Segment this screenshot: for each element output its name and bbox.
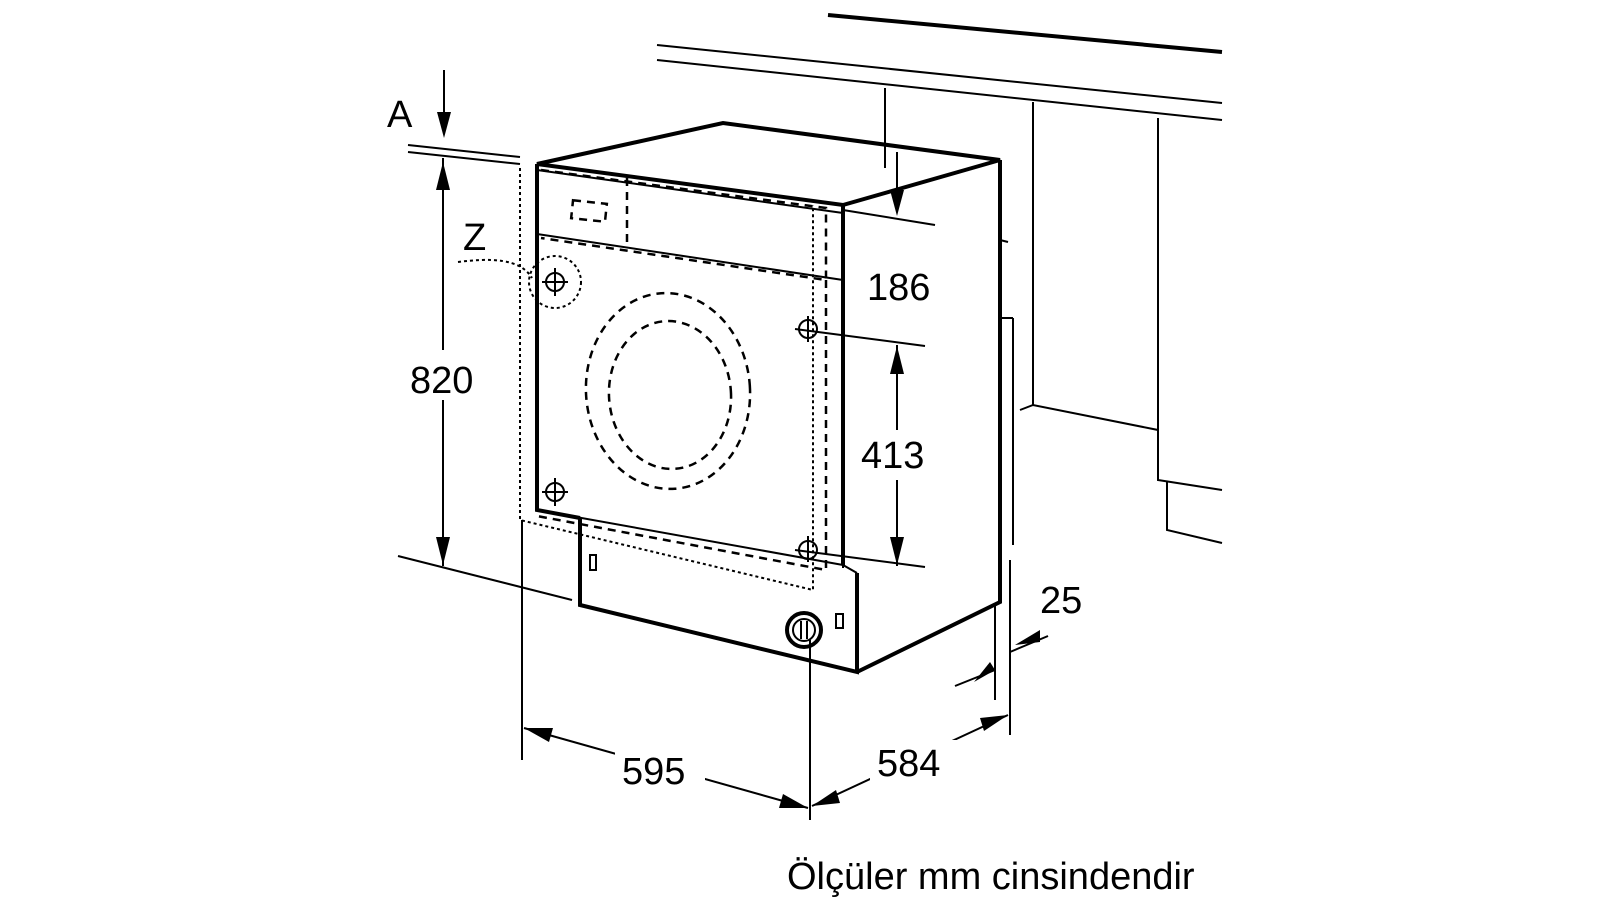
arrow-up-icon (890, 346, 904, 374)
dimension-depth-label: 584 (877, 743, 940, 785)
arrow-down-icon (436, 537, 450, 565)
pump-filter-icon (785, 611, 823, 649)
width-dimension: 595 (521, 520, 811, 820)
ref-z-label: Z (463, 217, 486, 259)
arrow-up-icon (436, 162, 450, 190)
arrow-down-icon (890, 190, 904, 216)
top-panel-dimension: 186 (842, 152, 936, 309)
dimension-gap-label: 25 (1040, 580, 1082, 622)
mount-point-icon (794, 536, 926, 568)
height-dimension: 820 (397, 158, 573, 601)
arrow-right-icon (779, 794, 808, 808)
arrow-left-icon (524, 728, 553, 742)
arrow-right-icon (974, 662, 995, 682)
units-caption: Ölçüler mm cinsindendir (787, 856, 1195, 898)
plinth-slot (835, 613, 844, 629)
dimension-mount-spacing-label: 413 (861, 435, 924, 477)
dimension-width-label: 595 (622, 751, 685, 793)
arrow-left-icon (812, 790, 840, 806)
kitchen-cabinet (656, 13, 1223, 545)
plinth-slot (589, 554, 597, 571)
gap-dimension: 25 (954, 560, 1082, 735)
mount-point-icon (542, 478, 568, 506)
z-callout-line (457, 258, 533, 279)
arrow-down-icon (890, 537, 904, 565)
arrow-down-icon (437, 112, 451, 138)
arrow-right-icon (980, 715, 1008, 731)
mount-point-icon (794, 316, 926, 347)
arrow-left-icon (1015, 630, 1040, 645)
ref-a-label: A (387, 94, 413, 136)
mount-point-icon (528, 255, 582, 309)
washing-machine (519, 120, 1009, 675)
dimension-top-panel-label: 186 (867, 267, 930, 309)
depth-dimension: 584 (811, 714, 1009, 807)
mount-spacing-dimension: 413 (855, 345, 940, 566)
mount-points (528, 255, 926, 568)
dimension-height-label: 820 (410, 360, 473, 402)
